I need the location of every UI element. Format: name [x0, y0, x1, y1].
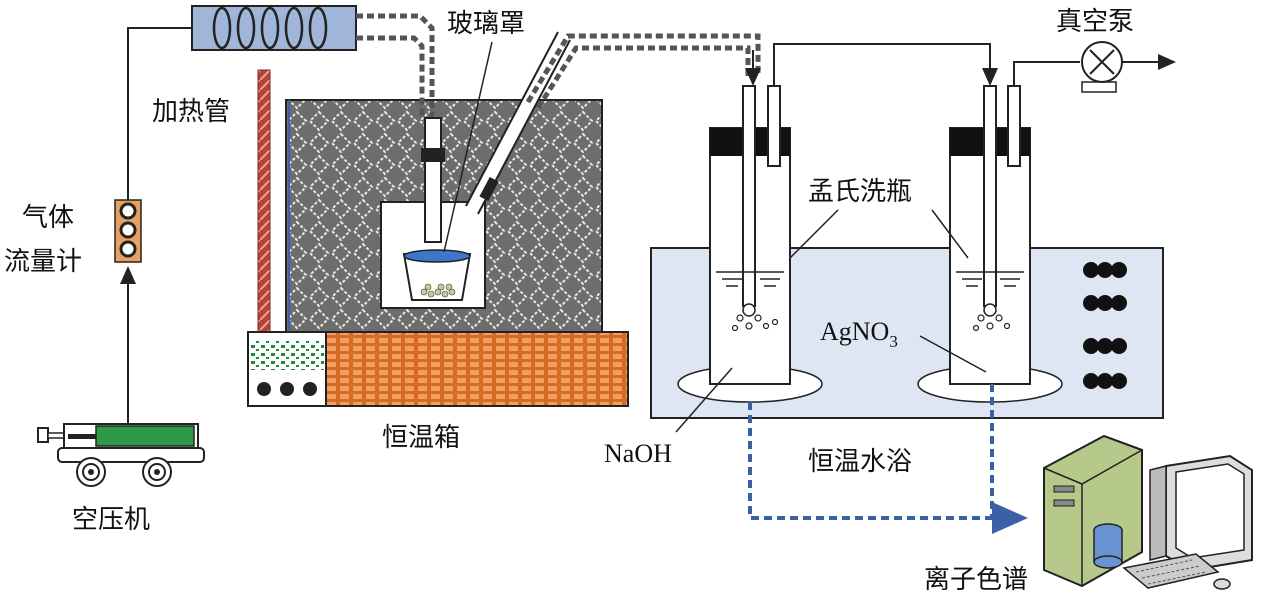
wash-bottle-pointer-1: [789, 209, 839, 259]
air-compressor-label: 空压机: [72, 505, 150, 535]
incubator-label: 恒温箱: [382, 423, 460, 453]
water-bath-knobs: [1083, 262, 1127, 389]
wash-bottle-icon: [677, 85, 823, 403]
bottle-link-line: [773, 43, 998, 86]
glass-cover-label: 玻璃罩: [447, 9, 525, 39]
wash-bottle-icon: [917, 85, 1063, 403]
hot-gas-line-in: [356, 13, 435, 118]
computer-icon: [1043, 434, 1253, 590]
flow-meter-label-1: 气体: [22, 203, 74, 233]
naoh-pointer: [675, 367, 733, 433]
sample-line: [748, 384, 1028, 534]
water-bath-label: 恒温水浴: [808, 447, 912, 477]
heating-tube-label: 加热管: [152, 97, 230, 127]
vacuum-pump-icon: [1081, 41, 1123, 93]
ion-chromatograph-label: 离子色谱: [924, 565, 1028, 595]
hot-gas-line-out: [525, 33, 761, 110]
naoh-label: NaOH: [604, 439, 672, 468]
heater-coil-icon: [191, 5, 357, 51]
glass-cover-pointer: [443, 41, 493, 253]
wash-bottle-label: 孟氏洗瓶: [808, 177, 912, 207]
heating-tube: [257, 69, 271, 333]
vacuum-pump-label: 真空泵: [1056, 7, 1134, 37]
air-line-top: [127, 27, 192, 200]
wash-bottle-pointer-2: [931, 209, 969, 259]
flow-meter-icon: [114, 199, 142, 263]
flow-meter-label-2: 流量计: [4, 247, 82, 277]
agno3-label: AgNO3: [820, 317, 898, 351]
glass-cover-icon: [402, 31, 571, 301]
agno3-pointer: [919, 335, 987, 373]
vacuum-line: [1013, 61, 1080, 86]
air-compressor-icon: [37, 423, 205, 487]
